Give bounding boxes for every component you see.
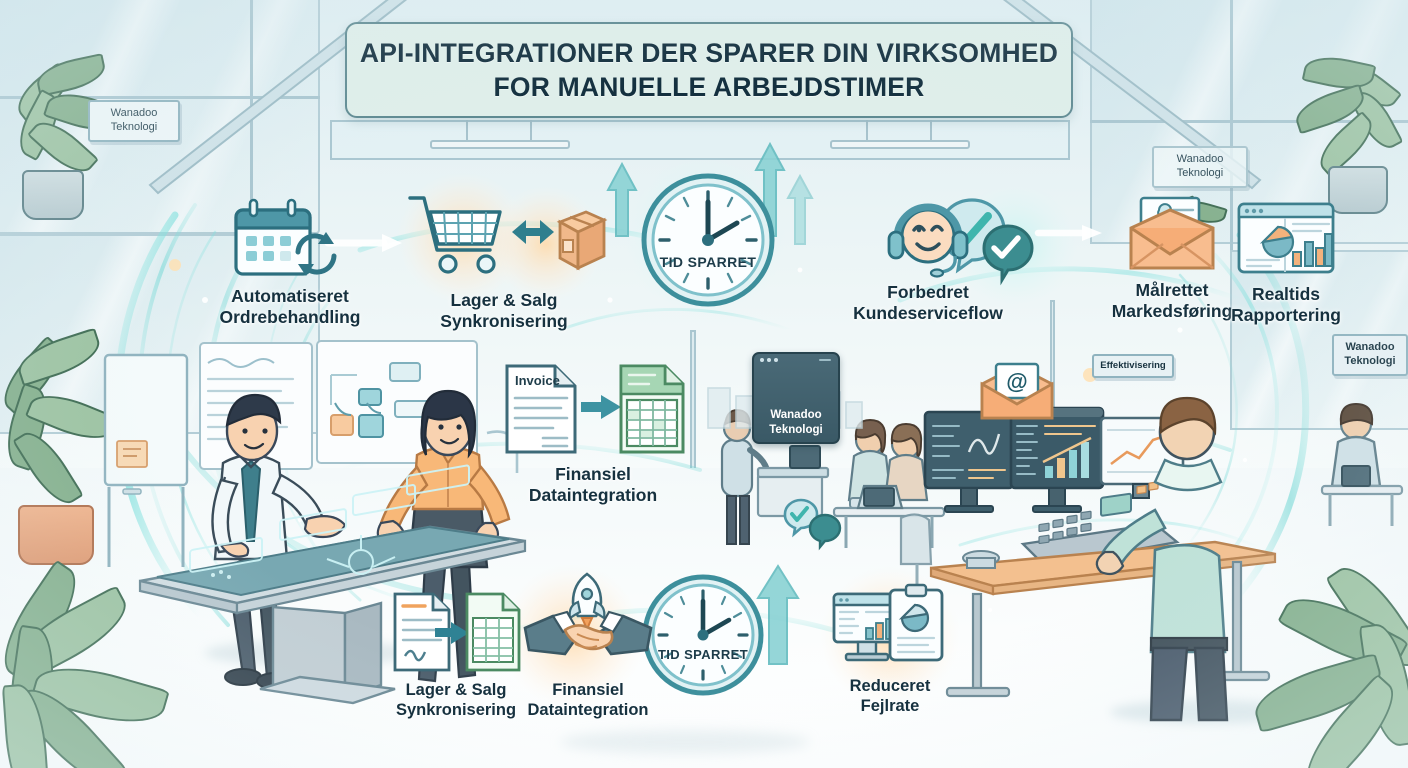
window-dots-icon	[760, 358, 778, 362]
email-at-icon[interactable]: @	[978, 362, 1056, 424]
calendar-sync-icon	[234, 198, 337, 276]
caption-improved-customer-service-flow: Forbedret Kundeserviceflow	[853, 282, 1003, 323]
invoice-to-spreadsheet-icon: Invoice	[505, 364, 685, 454]
lamp-stem	[466, 120, 468, 140]
mullion	[0, 96, 320, 99]
chat-bubble-pair-icon	[783, 498, 842, 551]
upward-growth-arrow	[756, 564, 800, 665]
ceiling-lamp	[430, 140, 570, 149]
node-improved-customer-service-flow[interactable]: Forbedret Kundeserviceflow	[838, 196, 1018, 324]
monitor-sign-center: Wanadoo Teknologi	[752, 352, 840, 444]
node-reduced-error-rate[interactable]: Reduceret Fejlrate	[800, 583, 980, 716]
meeting-scene-touch-table	[103, 340, 527, 705]
caption-inventory-sales-sync: Lager & Salg Synkronisering	[440, 290, 568, 331]
headline-line-2: FOR MANUELLE ARBEJDSTIMER	[493, 72, 925, 102]
caption-inventory-sales-sync-bottom: Lager & Salg Synkronisering	[395, 681, 517, 719]
flow-arrow-right	[324, 234, 402, 252]
headline-banner: API-INTEGRATIONER DER SPARER DIN VIRKSOM…	[345, 22, 1073, 118]
flow-arrow-right	[1034, 225, 1102, 241]
window-bar-icon	[819, 359, 831, 361]
caption-financial-data-integration: Finansiel Dataintegration	[528, 464, 658, 505]
ceiling-beam-left	[148, 0, 408, 195]
wall-sign-far-right: Wanadoo Teknologi	[1332, 334, 1408, 376]
monitor-report-icon	[832, 583, 944, 662]
caption-reduced-error-rate: Reduceret Fejlrate	[849, 677, 931, 715]
node-inventory-sales-sync-bottom[interactable]: Lager & Salg Synkronisering	[368, 590, 544, 720]
lamp-stem	[866, 120, 868, 140]
node-inventory-sales-sync[interactable]: Lager & Salg Synkronisering	[404, 188, 608, 332]
far-right-worker	[1320, 402, 1404, 526]
headline-line-1: API-INTEGRATIONER DER SPARER DIN VIRKSOM…	[359, 38, 1059, 68]
node-targeted-marketing[interactable]: Målrettet Markedsføring	[1084, 194, 1260, 322]
invoice-doc-label: Invoice	[515, 373, 560, 388]
node-financial-data-integration[interactable]: Invoice	[498, 362, 688, 506]
person-analyst	[1095, 396, 1229, 722]
mullion	[1090, 120, 1408, 123]
clock-bottom-label: TID SPARRET	[657, 647, 749, 662]
cart-box-exchange-icon	[408, 196, 608, 274]
caption-realtime-reporting: Realtids Rapportering	[1231, 284, 1341, 325]
caption-automated-order-processing: Automatiseret Ordrebehandling	[219, 286, 361, 327]
caption-financial-data-integration-bottom: Finansiel Dataintegration	[527, 681, 649, 719]
interactive-touch-table	[138, 464, 527, 705]
node-automated-order-processing[interactable]: Automatiseret Ordrebehandling	[200, 198, 380, 328]
monitor-sign-text: Wanadoo Teknologi	[769, 409, 823, 436]
partition-post	[690, 330, 696, 480]
upward-growth-arrows	[606, 141, 814, 245]
caption-targeted-marketing: Målrettet Markedsføring	[1111, 280, 1233, 321]
lamp-stem	[530, 120, 532, 140]
shadow	[560, 730, 810, 754]
dashboard-chart-icon	[1237, 202, 1335, 274]
clock-bottom: TID SPARRET	[641, 573, 765, 697]
mullion	[1230, 0, 1233, 250]
clock-top-label: TID SPARRET	[659, 254, 757, 270]
lamp-stem	[930, 120, 932, 140]
workstation-scene	[891, 396, 1277, 722]
clock-top: TID SPARRET	[640, 172, 776, 308]
wall-sign-right-upper: Wanadoo Teknologi	[1152, 146, 1248, 188]
document-to-table-icon	[393, 592, 521, 672]
wall-sign-left: Wanadoo Teknologi	[88, 100, 180, 142]
open-envelope-icon	[1129, 196, 1215, 270]
node-realtime-reporting[interactable]: Realtids Rapportering	[1198, 198, 1374, 326]
ceiling-lamp	[830, 140, 970, 149]
efficiency-sign: Effektivisering	[1092, 354, 1174, 378]
headset-smiley-icon	[887, 203, 969, 278]
handshake-rocket-icon	[523, 572, 653, 656]
node-financial-data-integration-bottom[interactable]: Finansiel Dataintegration	[500, 570, 676, 720]
at-glyph: @	[1006, 369, 1027, 394]
